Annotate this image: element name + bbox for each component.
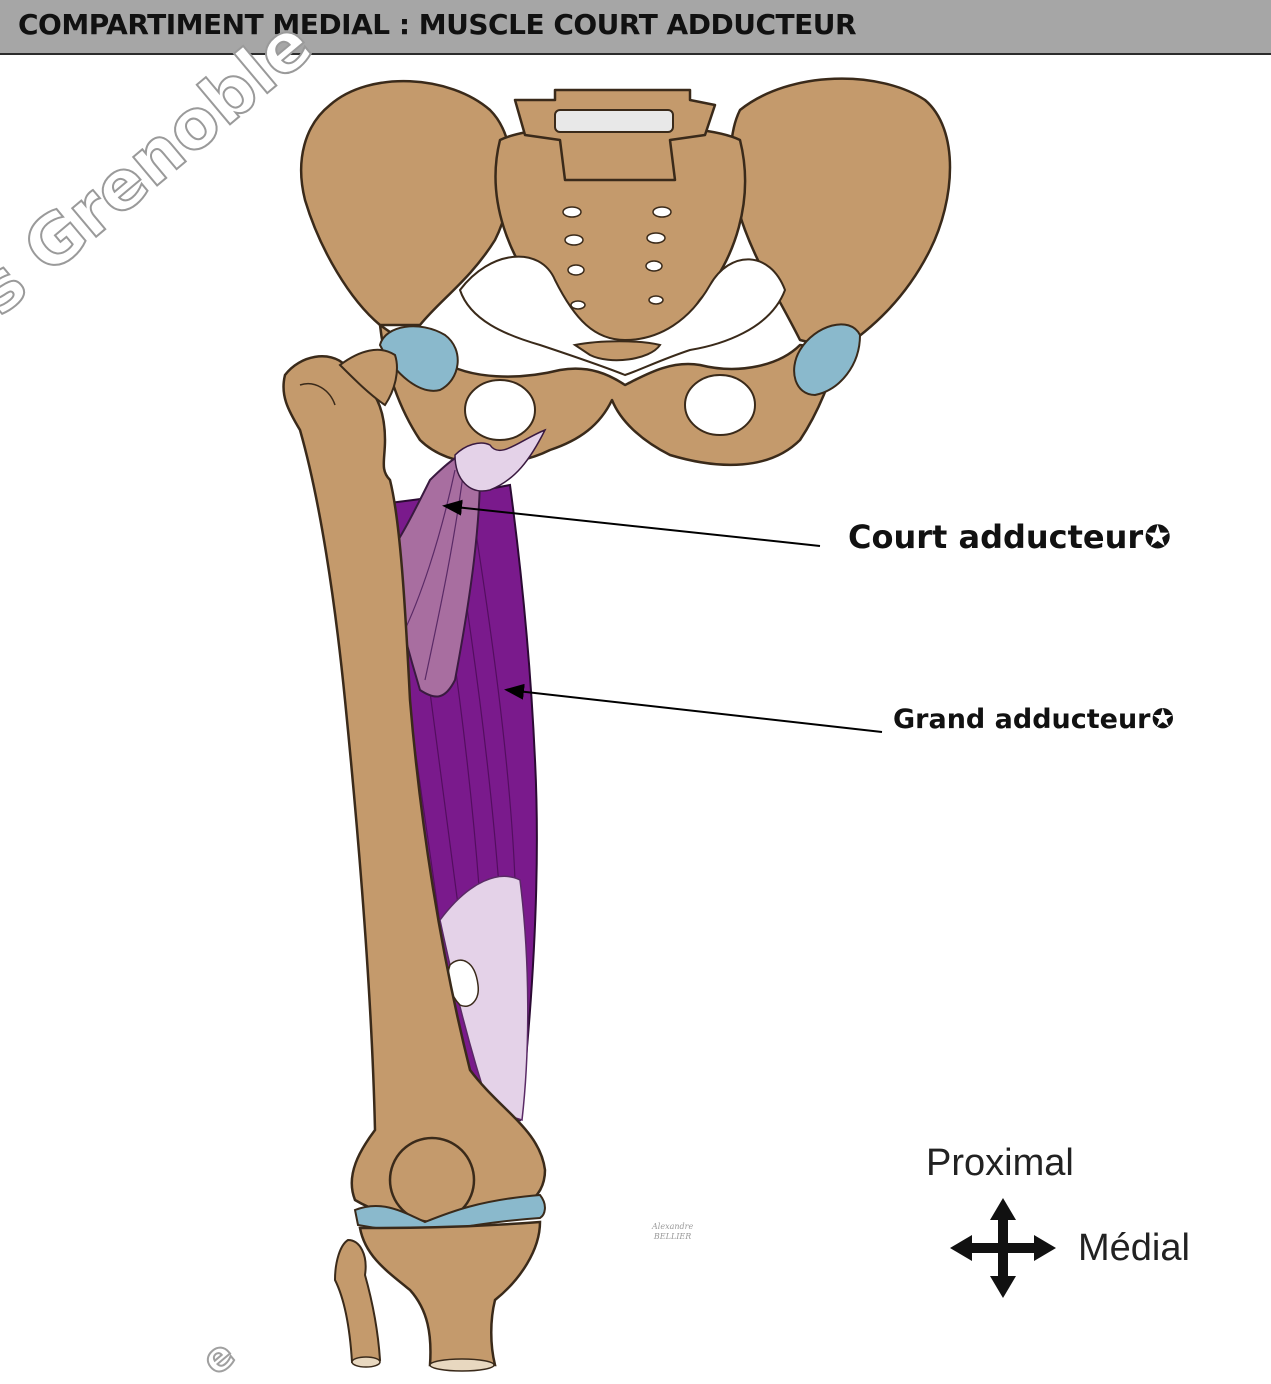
- star-icon: ✪: [1151, 704, 1175, 735]
- arrow-left-icon: [950, 1235, 972, 1261]
- right-hip-cartilage: [793, 323, 862, 397]
- sacral-foramen: [652, 206, 672, 218]
- greater-trochanter: [299, 383, 336, 406]
- artist-signature: Alexandre BELLIER: [652, 1222, 693, 1242]
- signature-line2: BELLIER: [653, 1232, 692, 1241]
- sacral-foramen: [645, 260, 663, 272]
- tibia-cut-end: [429, 1358, 495, 1372]
- arrow-right-icon: [1034, 1235, 1056, 1261]
- star-icon: ✪: [1144, 518, 1171, 556]
- tibia: [358, 1220, 542, 1367]
- grand-adducteur-text: Grand adducteur: [893, 704, 1151, 735]
- page-title: COMPARTIMENT MEDIAL : MUSCLE COURT ADDUC…: [18, 8, 857, 41]
- watermark-mask: [240, 130, 280, 1383]
- label-grand-adducteur: Grand adducteur✪: [893, 704, 1174, 735]
- orientation-medial: Médial: [1078, 1227, 1190, 1269]
- sacral-foramen: [570, 300, 586, 310]
- femur: [282, 355, 547, 1223]
- sacral-foramen: [562, 206, 582, 218]
- femoral-neck: [338, 348, 398, 407]
- arrow-down-icon: [990, 1276, 1016, 1298]
- court-adducteur-origin: [454, 428, 547, 492]
- coccyx: [572, 340, 662, 362]
- grand-adducteur-leader: [504, 683, 883, 733]
- orientation-proximal: Proximal: [926, 1142, 1074, 1184]
- sacral-foramen: [564, 234, 584, 246]
- orientation-cross: [950, 1198, 1056, 1298]
- arrow-up-icon: [990, 1198, 1016, 1220]
- label-court-adducteur: Court adducteur✪: [848, 518, 1171, 556]
- sacral-foramen: [646, 232, 666, 244]
- sacral-foramen: [648, 295, 664, 305]
- left-iliac-wing: [299, 80, 513, 327]
- pelvic-inlet: [458, 255, 787, 377]
- muscle-fiber: [469, 494, 516, 881]
- grand-adducteur-tendon: [439, 875, 529, 1121]
- court-adducteur-leader: [442, 499, 821, 547]
- signature-line1: Alexandre: [652, 1222, 694, 1231]
- intervertebral-disc: [554, 109, 674, 133]
- right-iliac-wing: [729, 77, 952, 352]
- right-obturator-foramen: [684, 374, 756, 436]
- left-obturator-foramen: [464, 379, 536, 441]
- court-adducteur-text: Court adducteur: [848, 518, 1144, 556]
- fibula-cut-end: [351, 1356, 381, 1368]
- sacral-foramen: [567, 264, 585, 276]
- header-bar: COMPARTIMENT MEDIAL : MUSCLE COURT ADDUC…: [0, 0, 1271, 55]
- left-hip-cartilage: [378, 325, 459, 392]
- muscle-fiber: [424, 459, 466, 681]
